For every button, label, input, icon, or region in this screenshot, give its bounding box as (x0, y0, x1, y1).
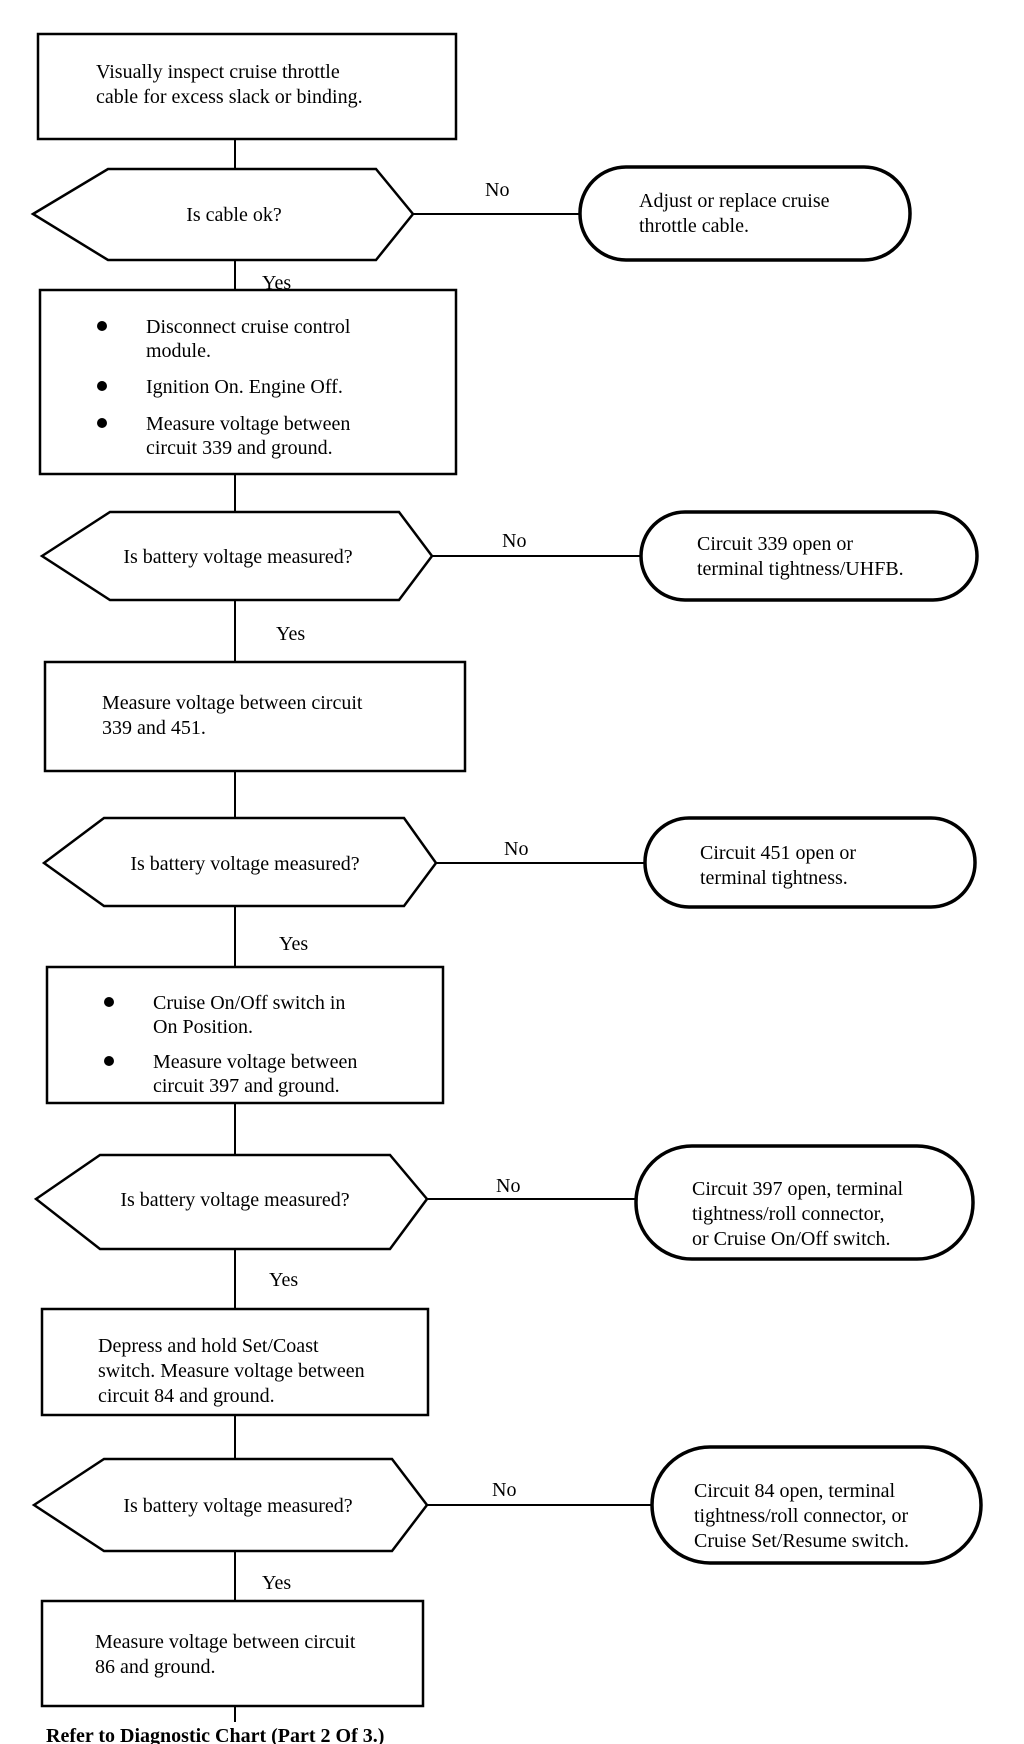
result-adjust-cable (578, 165, 912, 262)
bullet-text: Ignition On. Engine Off. (146, 376, 343, 398)
yes-label: Yes (262, 1572, 291, 1594)
no-label: No (492, 1479, 516, 1501)
result-text: Adjust or replace cruise throttle cable. (639, 190, 834, 237)
step-text-5: Depress and hold Set/Coast switch. Measu… (98, 1335, 370, 1407)
yes-label: Yes (276, 623, 305, 645)
decision-text: Is cable ok? (186, 204, 282, 226)
step-box-inspect-cable (36, 32, 458, 141)
decision-text: Is battery voltage measured? (123, 546, 352, 568)
bullet-dot (104, 1056, 114, 1066)
decision-voltage-451 (41, 816, 438, 908)
decision-voltage-397 (33, 1153, 429, 1251)
decision-voltage-84 (31, 1457, 429, 1553)
result-text: Circuit 84 open, terminal tightness/roll… (694, 1480, 913, 1552)
no-label: No (502, 530, 526, 552)
result-text: Circuit 397 open, terminal tightness/rol… (692, 1178, 908, 1250)
step-box-set-coast (40, 1307, 430, 1417)
yes-label: Yes (269, 1269, 298, 1291)
bullet-dot (97, 418, 107, 428)
no-label: No (496, 1175, 520, 1197)
footer-reference: Refer to Diagnostic Chart (Part 2 Of 3.) (46, 1725, 384, 1744)
step-box-disconnect-module (38, 288, 458, 476)
bullet-text: Measure voltage between circuit 397 and … (153, 1051, 362, 1097)
result-circuit-84 (650, 1445, 983, 1565)
bullet-text: Cruise On/Off switch in On Position. (153, 992, 350, 1038)
no-label: No (504, 838, 528, 860)
result-circuit-451 (643, 816, 977, 909)
bullet-dot (97, 321, 107, 331)
decision-text: Is battery voltage measured? (130, 853, 359, 875)
bullet-text: Disconnect cruise control module. (146, 316, 355, 362)
yes-label: Yes (262, 272, 291, 294)
result-circuit-339 (639, 510, 979, 602)
step-text-3: Measure voltage between circuit 339 and … (102, 692, 367, 739)
result-text: Circuit 339 open or terminal tightness/U… (697, 533, 904, 580)
connectors (234, 139, 652, 1722)
bullet-dot (97, 381, 107, 391)
step-text-6: Measure voltage between circuit 86 and g… (95, 1631, 360, 1678)
step-box-measure-86 (40, 1599, 425, 1708)
result-circuit-397 (634, 1144, 975, 1261)
bullet-text: Measure voltage between circuit 339 and … (146, 413, 355, 459)
bullet-list-2: Cruise On/Off switch in On Position. Mea… (104, 992, 362, 1097)
step-box-measure-339-451 (43, 660, 467, 773)
yes-label: Yes (279, 933, 308, 955)
decision-voltage-339 (39, 510, 434, 602)
decision-text: Is battery voltage measured? (120, 1189, 349, 1211)
step-box-cruise-switch (45, 965, 445, 1105)
bullet-list-1: Disconnect cruise control module. Igniti… (97, 316, 355, 459)
decision-text: Is battery voltage measured? (123, 1495, 352, 1517)
bullet-dot (104, 997, 114, 1007)
decision-cable-ok (30, 167, 415, 262)
no-label: No (485, 179, 509, 201)
result-text: Circuit 451 open or terminal tightness. (700, 842, 861, 889)
step-text-1: Visually inspect cruise throttle cable f… (96, 61, 363, 108)
